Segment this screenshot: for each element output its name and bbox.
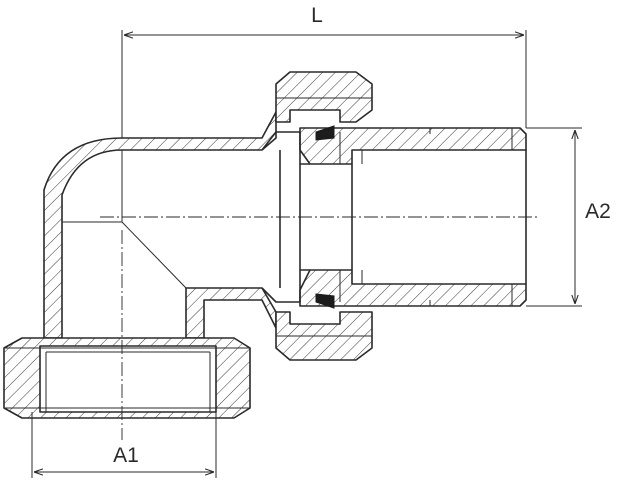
elbow-body bbox=[43, 111, 277, 339]
dimension-inlet-diameter: A1 bbox=[31, 412, 217, 478]
o-ring-top bbox=[315, 125, 335, 141]
o-ring-bottom bbox=[315, 293, 335, 309]
dimension-length: L bbox=[121, 4, 527, 138]
length-label: L bbox=[311, 4, 323, 27]
inlet-diameter-label: A1 bbox=[113, 444, 139, 467]
outlet-tailpiece bbox=[299, 127, 527, 307]
inlet-hex-nut bbox=[3, 337, 251, 419]
o-ring-seals bbox=[315, 125, 335, 309]
dimension-outlet-diameter: A2 bbox=[526, 127, 611, 307]
union-nut bbox=[275, 71, 373, 361]
center-lines bbox=[100, 216, 540, 440]
outlet-diameter-label: A2 bbox=[585, 200, 611, 223]
